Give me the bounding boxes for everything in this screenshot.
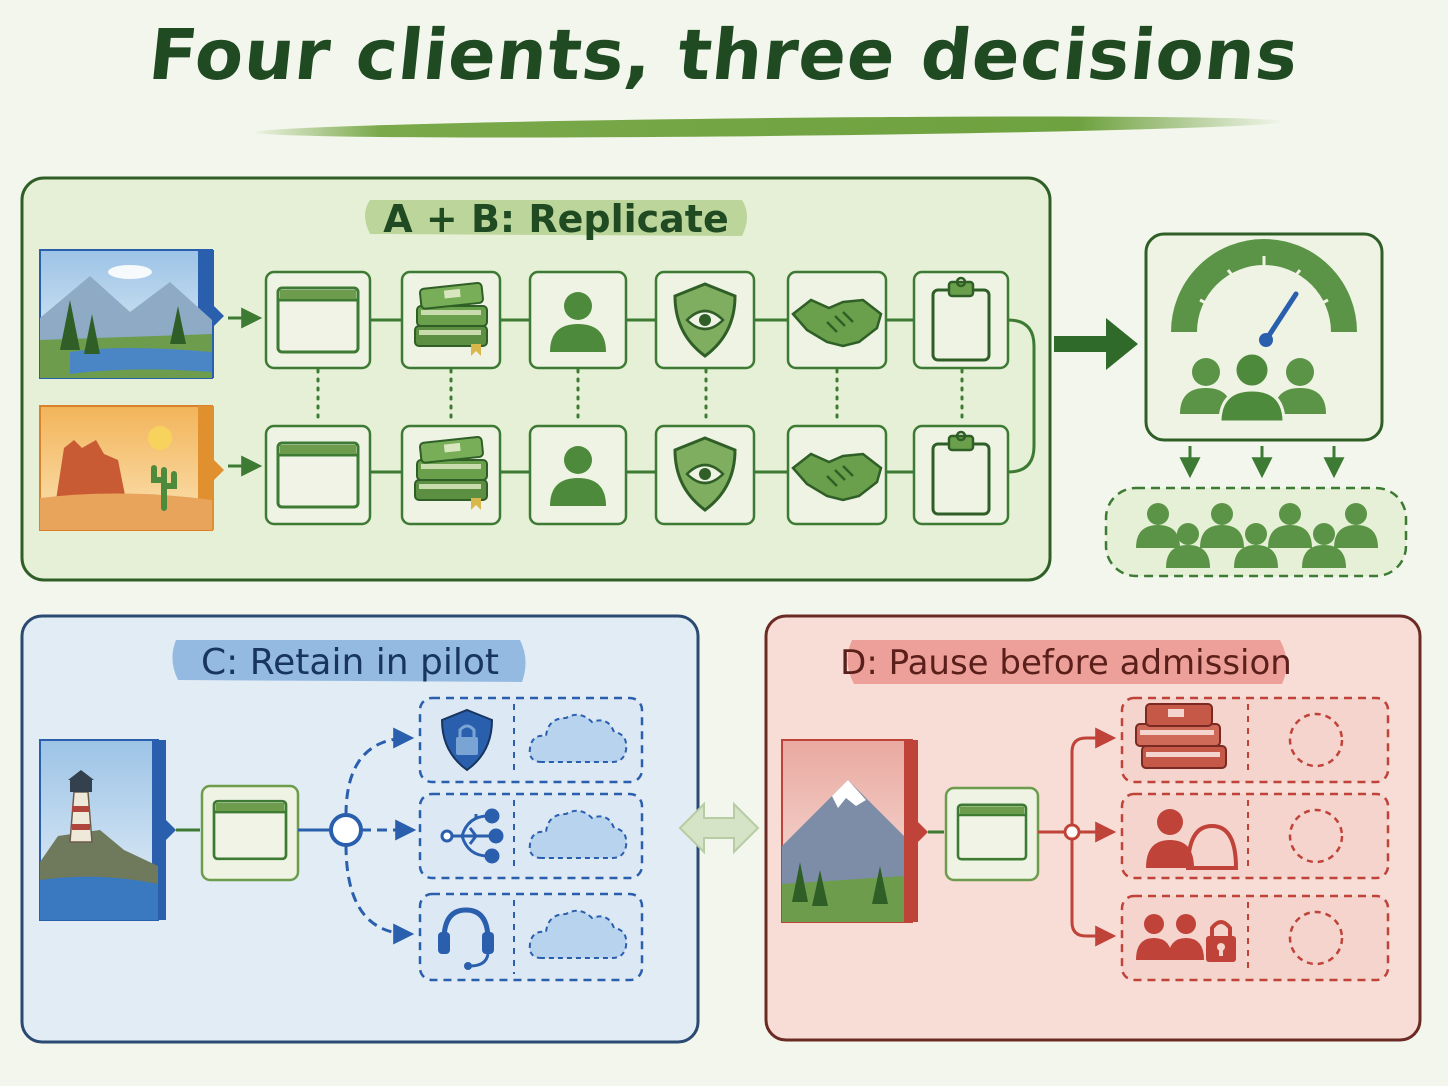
- d-branch-person: [1120, 792, 1390, 880]
- pipeline-tile-person: [528, 424, 628, 526]
- panel-d-label-highlight: [847, 640, 1287, 684]
- d-branch-access: [1120, 894, 1390, 982]
- empty-placeholder-circle: [1288, 712, 1344, 768]
- panel-d-label: D: Pause before admission: [840, 643, 1292, 683]
- panel-c-label: C: Retain in pilot: [201, 642, 499, 683]
- panel-c-label-highlight: [172, 640, 526, 682]
- ab-pipeline-row-top: [264, 270, 1010, 370]
- panel-ab-label-highlight: [365, 200, 747, 236]
- client-c-tile: [39, 739, 176, 921]
- books-icon: [414, 435, 488, 511]
- headset-icon: [438, 907, 494, 970]
- books-icon: [414, 281, 488, 357]
- books-icon: [1135, 703, 1227, 769]
- group-icon: [1180, 351, 1326, 424]
- browser-window-icon: [956, 803, 1028, 861]
- shield-lock-icon: [440, 708, 494, 772]
- browser-window-icon: [276, 441, 360, 509]
- d-flow: [928, 727, 1117, 947]
- client-a-tile: [39, 249, 224, 379]
- client-b-tile: [39, 405, 224, 531]
- panel-ab-label: A + B: Replicate: [383, 197, 729, 241]
- gauge-icon: [1171, 239, 1357, 347]
- c-branch-network: [418, 792, 644, 880]
- d-branch-node: [1063, 823, 1081, 841]
- ab-pipeline-row-bottom: [264, 424, 1010, 526]
- empty-placeholder-circle: [1288, 910, 1344, 966]
- compare-double-arrow-icon: [678, 801, 760, 855]
- browser-window-icon: [212, 799, 288, 861]
- client-d-tile: [781, 739, 928, 923]
- arrow-to-scale-icon: [1054, 318, 1138, 370]
- empty-placeholder-circle: [1288, 808, 1344, 864]
- d-branch-knowledge: [1120, 696, 1390, 784]
- c-branch-support: [418, 892, 644, 982]
- clipboard-icon: [931, 276, 991, 362]
- c-branch-security: [418, 696, 644, 784]
- person-with-bell-icon: [1146, 809, 1239, 870]
- clipboard-icon: [931, 430, 991, 516]
- crowd-box: [1104, 486, 1408, 578]
- branching-network-icon: [440, 808, 504, 864]
- c-branch-node: [329, 813, 363, 847]
- c-flow: [176, 727, 417, 945]
- browser-window-icon: [276, 286, 360, 354]
- people-with-lock-icon: [1136, 914, 1236, 962]
- scale-outcome-box: [1144, 232, 1384, 442]
